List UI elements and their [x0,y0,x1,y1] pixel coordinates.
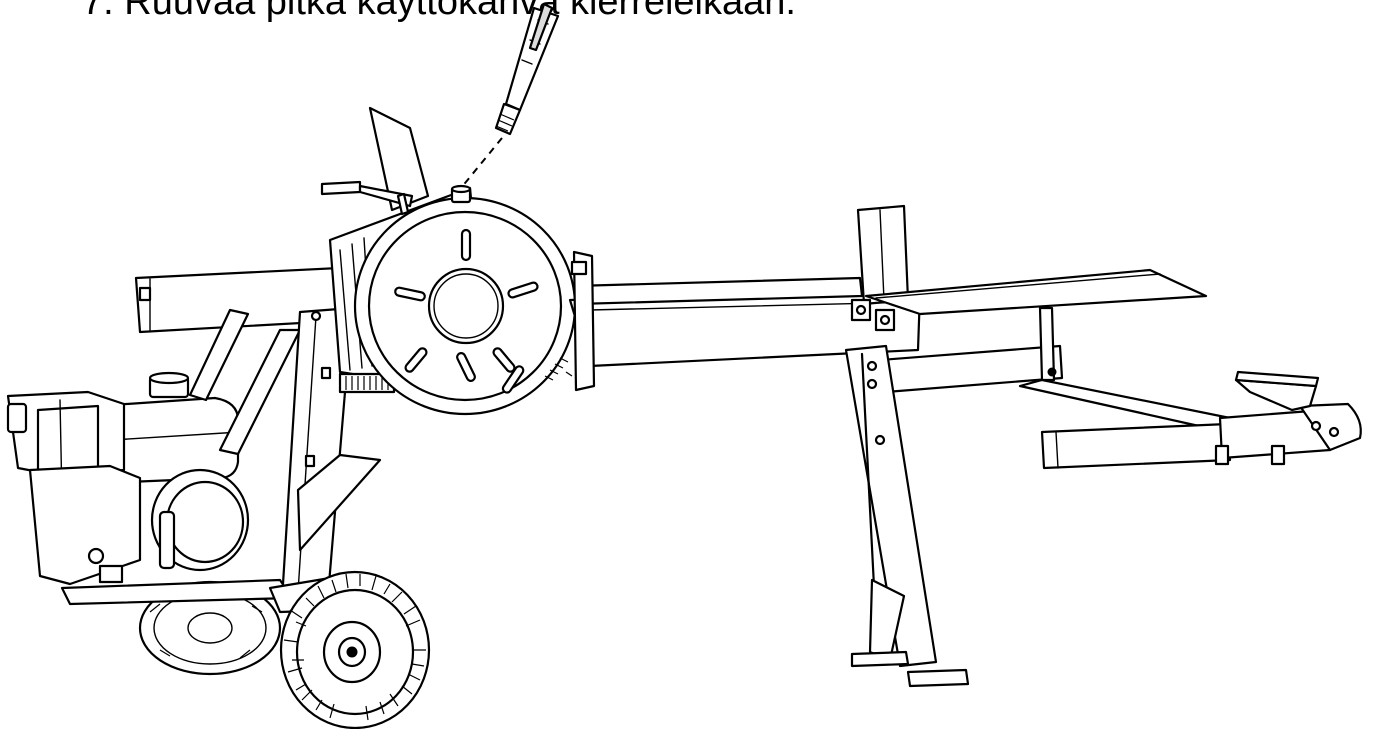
front-wheel [279,570,431,729]
gear-housing [328,184,577,416]
main-beam-right [568,204,1208,394]
right-leg [844,344,970,688]
tow-drawbar [1018,370,1362,470]
long-handle [460,2,560,189]
main-beam-left [134,264,392,456]
disk-slots [394,228,539,394]
instruction-step-text: 7. Ruuvaa pitkä käyttökahva kierreleikaa… [82,0,796,23]
control-lever [320,106,430,216]
engine [6,371,294,606]
